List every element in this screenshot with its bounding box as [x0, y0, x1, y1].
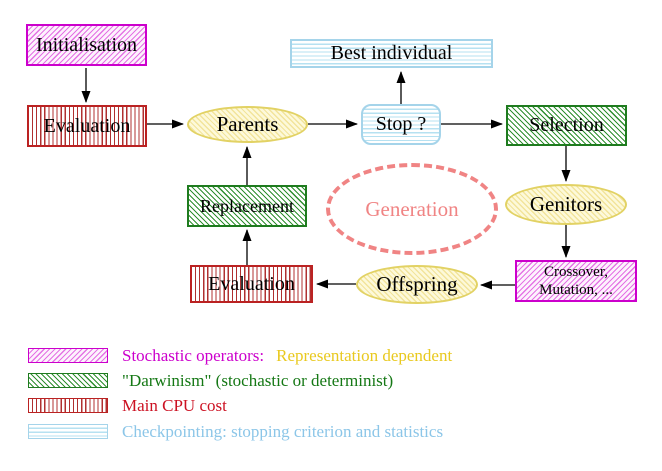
node-replacement: Replacement [187, 185, 307, 227]
legend-label-darwinism: "Darwinism" (stochastic or determinist) [122, 371, 394, 390]
node-crossover-mutation: Crossover, Mutation, ... [515, 260, 637, 302]
legend-label-stochastic-operators: Stochastic operators: Representation depe… [122, 347, 452, 364]
node-evaluation-top: Evaluation [27, 105, 147, 147]
node-parents: Parents [187, 106, 308, 143]
legend-text-representation-dependent: Representation dependent [276, 346, 453, 365]
node-genitors: Genitors [505, 184, 627, 225]
node-best-individual: Best individual [290, 39, 493, 68]
legend-swatch-darwinism [28, 373, 108, 388]
crossover-line2: Mutation, ... [539, 282, 613, 298]
legend-label-main-cpu-cost: Main CPU cost [122, 396, 227, 415]
legend-text-stochastic-operators: Stochastic operators: [122, 346, 265, 365]
node-selection: Selection [506, 105, 627, 146]
legend-swatch-main-cpu-cost [28, 398, 108, 413]
legend-swatch-checkpointing [28, 424, 108, 439]
crossover-line1: Crossover, [544, 264, 608, 280]
node-evaluation-bottom: Evaluation [190, 265, 313, 303]
generation-cycle-ellipse: Generation [326, 163, 498, 255]
node-stop: Stop ? [361, 104, 441, 145]
legend-swatch-stochastic-operators [28, 348, 108, 363]
node-initialisation: Initialisation [26, 24, 147, 66]
node-offspring: Offspring [356, 265, 478, 304]
legend-label-checkpointing: Checkpointing: stopping criterion and st… [122, 422, 444, 441]
